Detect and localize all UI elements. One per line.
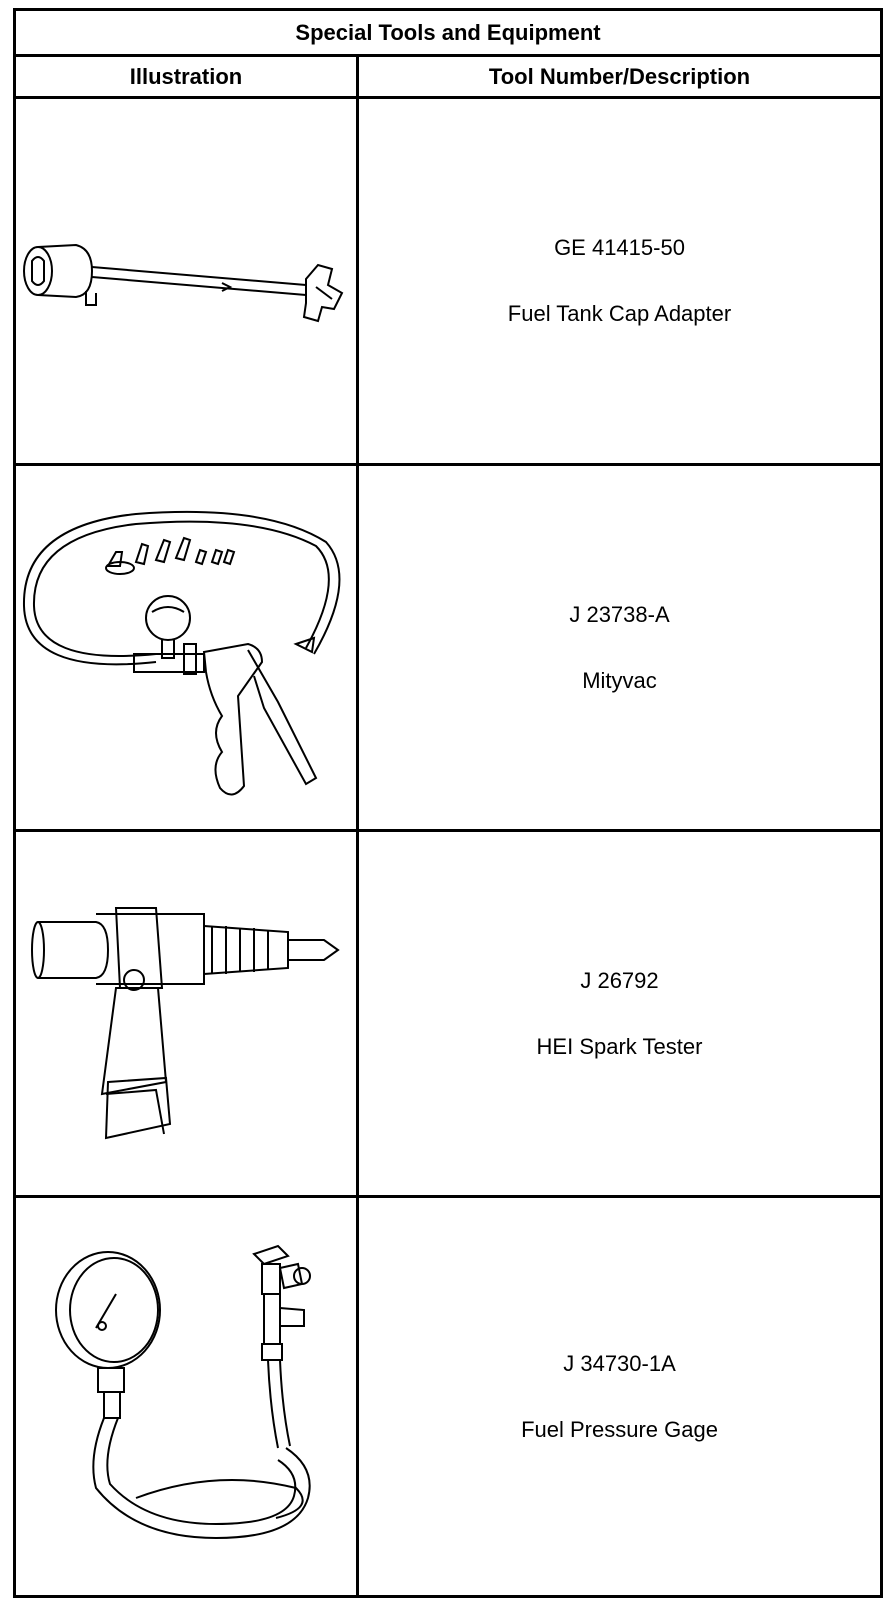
description-cell: J 26792 HEI Spark Tester [359,832,880,1195]
description-cell: J 34730-1A Fuel Pressure Gage [359,1198,880,1595]
tool-number: GE 41415-50 [554,235,685,260]
table-row: GE 41415-50 Fuel Tank Cap Adapter [16,99,880,466]
table-row: J 26792 HEI Spark Tester [16,832,880,1198]
description-cell: J 23738-A Mityvac [359,466,880,829]
tool-description: HEI Spark Tester [536,1033,703,1059]
tool-description: Fuel Pressure Gage [521,1416,718,1442]
illustration-cell [16,832,359,1195]
description-cell: GE 41415-50 Fuel Tank Cap Adapter [359,99,880,463]
table-row: J 34730-1A Fuel Pressure Gage [16,1198,880,1595]
tool-description: Fuel Tank Cap Adapter [507,301,732,326]
table-row: J 23738-A Mityvac [16,466,880,832]
illustration-cell [16,1198,359,1595]
tool-number: J 34730-1A [563,1350,676,1376]
column-header-description: Tool Number/Description [488,63,751,89]
tool-description: Mityvac [582,667,657,693]
spark-tester-icon [31,907,340,1140]
table-header-row: Illustration Tool Number/Description [16,57,880,99]
table-title: Special Tools and Equipment [16,11,880,57]
fuel-pressure-gage-icon [55,1244,311,1540]
tool-number: J 26792 [580,967,659,993]
illustration-cell [16,466,359,829]
column-header-illustration: Illustration [16,57,359,96]
fuel-tank-cap-adapter-icon [23,243,344,323]
illustration-cell [16,99,359,463]
special-tools-table: Special Tools and Equipment Illustration… [13,8,883,1598]
mityvac-hand-vacuum-pump-icon [22,510,341,796]
tool-number: J 23738-A [569,601,670,627]
